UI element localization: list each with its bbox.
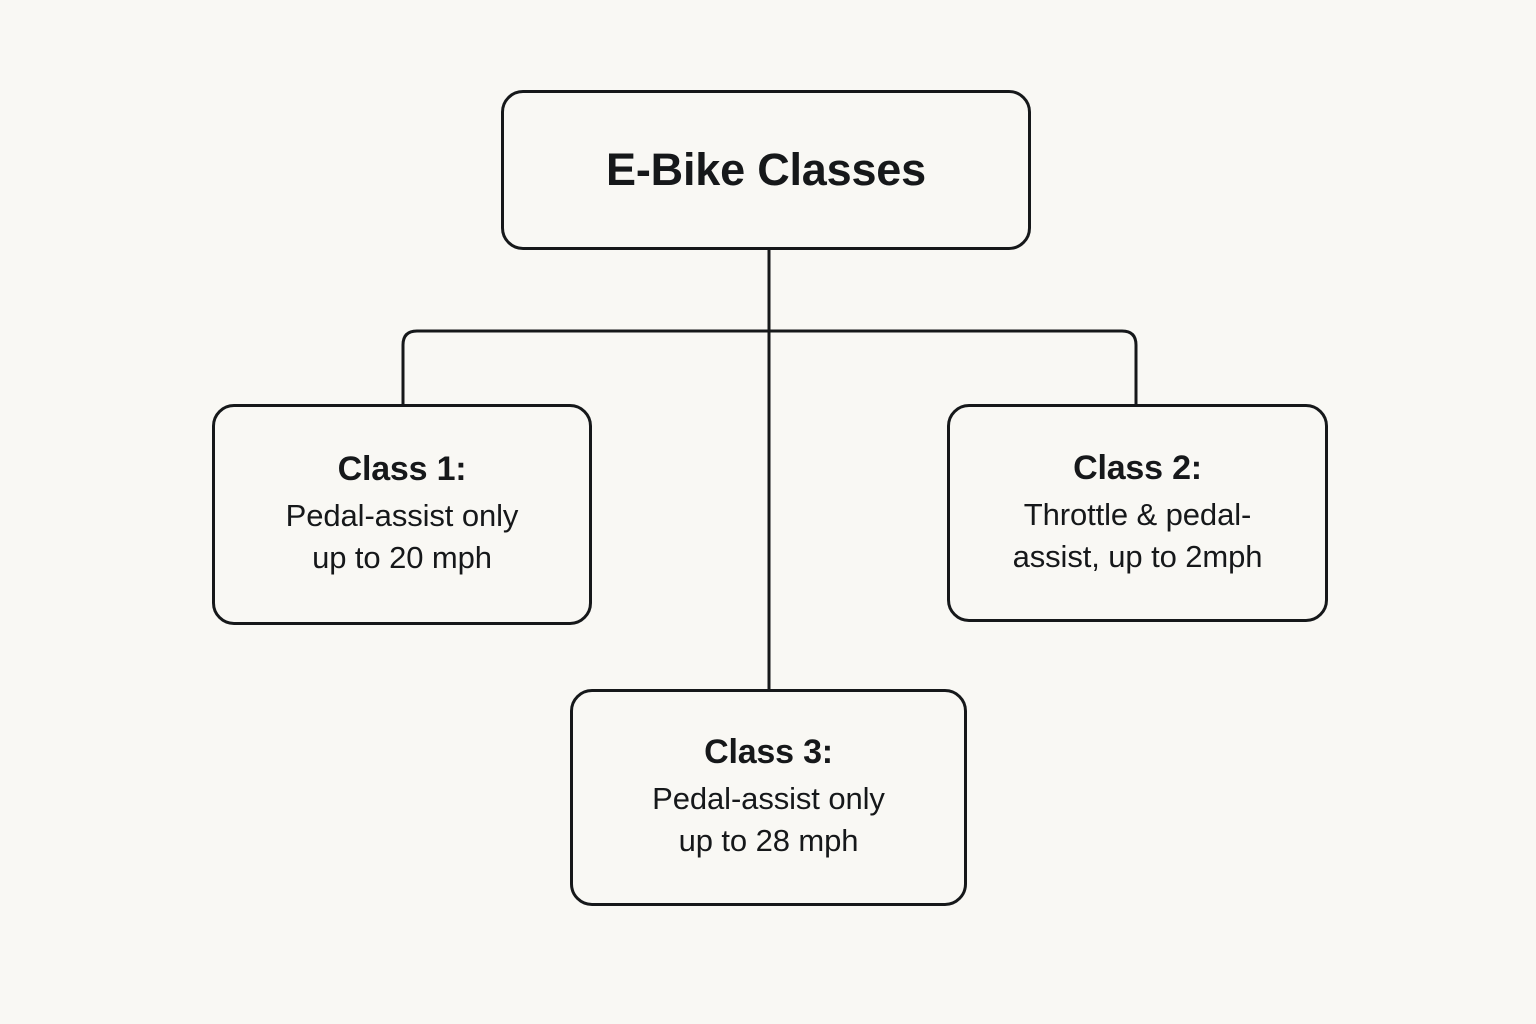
node-class-2-description-line-2: assist, up to 2mph xyxy=(1012,538,1263,574)
node-root[interactable]: E-Bike Classes xyxy=(501,90,1031,250)
node-class-2-title: Class 2: xyxy=(1073,448,1202,487)
node-class-2-description: Throttle & pedal- assist, up to 2mph xyxy=(1013,494,1263,578)
node-class-3-description-line-2: up to 28 mph xyxy=(678,823,859,859)
connector-root-to-class-2 xyxy=(769,329,1138,404)
node-class-3-description: Pedal-assist only up to 28 mph xyxy=(652,778,885,862)
node-class-3-title: Class 3: xyxy=(704,733,833,772)
node-class-1[interactable]: Class 1: Pedal-assist only up to 20 mph xyxy=(212,404,592,625)
node-class-1-description-line-2: up to 20 mph xyxy=(312,540,492,576)
node-class-1-description: Pedal-assist only up to 20 mph xyxy=(286,495,519,579)
node-class-3-description-line-1: Pedal-assist only xyxy=(652,781,885,817)
connector-root-to-class-1 xyxy=(401,329,769,404)
node-class-3[interactable]: Class 3: Pedal-assist only up to 28 mph xyxy=(570,689,967,906)
node-class-1-description-line-1: Pedal-assist only xyxy=(285,498,519,534)
node-class-2-description-line-1: Throttle & pedal- xyxy=(1023,496,1252,532)
node-class-2[interactable]: Class 2: Throttle & pedal- assist, up to… xyxy=(947,404,1328,622)
node-class-1-title: Class 1: xyxy=(337,450,467,489)
node-root-title: E-Bike Classes xyxy=(606,144,926,196)
